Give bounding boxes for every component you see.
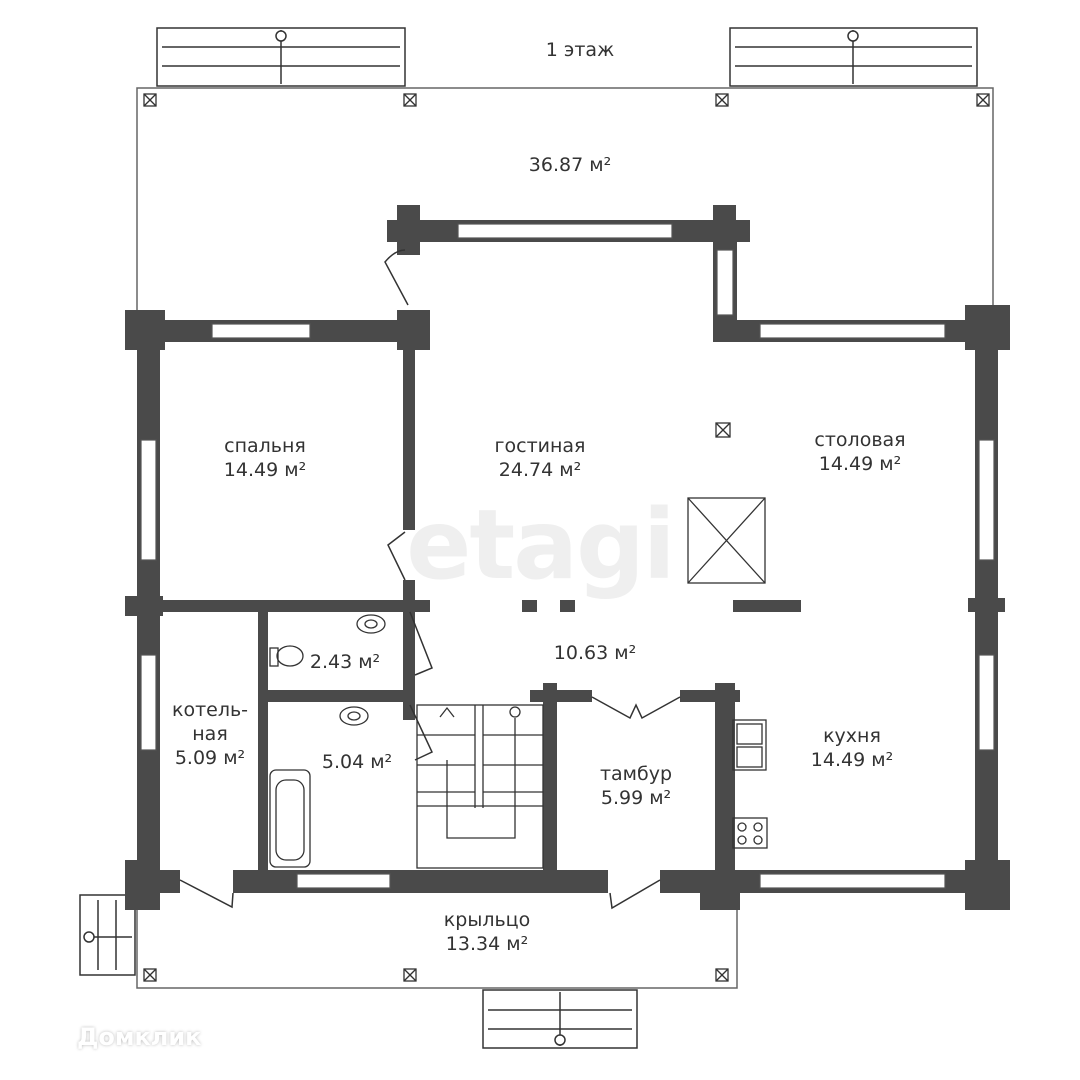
windows — [140, 223, 995, 889]
wall — [733, 600, 801, 612]
room-area: 13.34 м² — [445, 933, 529, 955]
room-name: спальня — [224, 435, 306, 457]
wall — [125, 860, 160, 910]
room-area: 14.49 м² — [223, 459, 307, 481]
room-name: кухня — [823, 725, 881, 747]
wall — [128, 600, 430, 612]
window — [140, 654, 157, 751]
window — [978, 439, 995, 561]
window — [716, 249, 734, 316]
terrace-outlines — [136, 87, 994, 989]
room-name: столовая — [814, 429, 906, 451]
room-name: тамбур — [599, 763, 673, 785]
wall — [125, 310, 165, 350]
room-area: 24.74 м² — [498, 459, 582, 481]
room-hall: 10.63 м² — [554, 641, 636, 665]
wall — [397, 205, 420, 255]
column-icon — [143, 968, 157, 982]
room-terrace: 36.87 м² — [529, 153, 611, 177]
column-icon — [143, 93, 157, 107]
domclick-logo-icon — [46, 1023, 70, 1050]
room-wc: 2.43 м² — [310, 650, 380, 674]
window — [759, 873, 946, 889]
window — [211, 323, 311, 339]
room-area: 5.99 м² — [600, 787, 672, 809]
window — [140, 439, 157, 561]
floor-title: 1 этаж — [545, 39, 615, 61]
column-icon — [403, 968, 417, 982]
window — [296, 873, 391, 889]
room-area: 14.49 м² — [818, 453, 902, 475]
column-icon — [715, 93, 729, 107]
window — [759, 323, 946, 339]
etagi-watermark: etagi — [406, 489, 675, 601]
wall — [700, 880, 740, 910]
wall — [965, 860, 1010, 910]
wall — [965, 305, 1010, 350]
room-area: 14.49 м² — [810, 749, 894, 771]
room-bathroom: 5.04 м² — [322, 750, 392, 774]
room-area: 2.43 м² — [309, 651, 381, 673]
wall — [258, 612, 268, 870]
column-icon — [715, 968, 729, 982]
room-area: 10.63 м² — [553, 642, 637, 664]
room-area: 5.09 м² — [174, 747, 246, 769]
column-icon — [976, 93, 990, 107]
wall — [530, 690, 592, 702]
wall — [968, 598, 1005, 612]
wall — [522, 600, 537, 612]
domclick-text: Домклик — [77, 1023, 202, 1051]
staircase — [416, 704, 544, 869]
wall — [715, 683, 735, 910]
steps — [79, 27, 978, 1049]
room-name: гостиная — [494, 435, 586, 457]
wall — [560, 600, 575, 612]
wall — [403, 340, 415, 530]
doors — [179, 249, 681, 910]
wall — [125, 596, 163, 616]
domclick-watermark: Домклик — [45, 1023, 201, 1051]
terrace-columns — [143, 93, 990, 982]
room-name: крыльцо — [443, 909, 531, 931]
room-name: котель- ная — [171, 699, 249, 745]
wall — [403, 580, 415, 720]
room-area: 36.87 м² — [528, 154, 612, 176]
fixtures — [269, 422, 768, 868]
window — [457, 223, 673, 239]
room-area: 5.04 м² — [321, 751, 393, 773]
wall — [258, 690, 415, 702]
column-icon — [403, 93, 417, 107]
wall — [543, 683, 557, 883]
window — [978, 654, 995, 751]
